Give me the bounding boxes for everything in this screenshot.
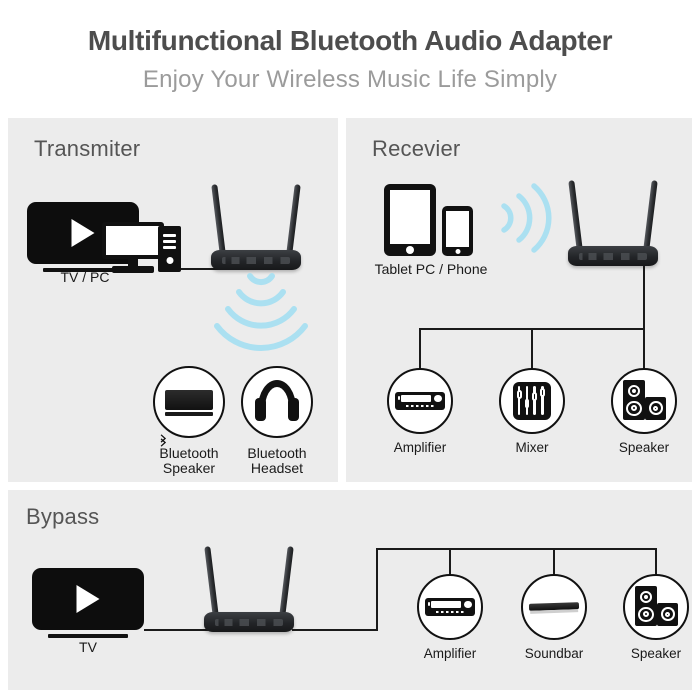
wire-drop-soundbar [553,548,555,576]
page-title: Multifunctional Bluetooth Audio Adapter [87,25,613,56]
caption-mixer: Mixer [515,440,549,455]
caption-bluetooth-speaker: Bluetooth Speaker [159,445,219,476]
wire-riser-bypass [376,548,378,631]
circle-bluetooth-headset [241,366,313,438]
phone-icon [442,206,473,256]
panel-receiver: Recevier Tablet PC / Phone [346,118,692,482]
wire-adapter-out [292,629,378,631]
amplifier-icon [389,370,451,432]
caption-speaker-receiver: Speaker [618,440,670,455]
pc-tower-icon [158,226,181,272]
monitor-icon [102,222,164,273]
tv-icon-bypass [32,568,144,638]
soundbar-icon [523,576,585,638]
wire-bus-bypass [376,548,657,550]
wire-pc-to-adapter [181,268,227,270]
wire-drop-mixer [531,328,533,370]
bluetooth-headset-icon [243,368,311,436]
circle-bluetooth-speaker [153,366,225,447]
wire-drop-amplifier [419,328,421,370]
amplifier-icon-bypass [419,576,481,638]
caption-amplifier-receiver: Amplifier [393,440,447,455]
caption-tv-pc: TV / PC [60,269,110,285]
caption-amplifier-bypass: Amplifier [423,646,477,661]
caption-tv-bypass: TV [79,639,97,655]
speaker-icon-bypass [625,576,687,638]
circle-speaker-receiver [611,368,677,434]
bluetooth-adapter-bypass [204,532,294,632]
bluetooth-waves-receiver [494,180,564,256]
header: Multifunctional Bluetooth Audio Adapter … [0,0,700,116]
bluetooth-adapter-transmitter [211,170,301,270]
circle-amplifier [387,368,453,434]
caption-tablet-phone: Tablet PC / Phone [374,261,488,277]
circle-amplifier-bypass [417,574,483,640]
panel-bypass: Bypass TV [8,490,692,690]
bluetooth-adapter-receiver [568,166,658,266]
panel-title-bypass: Bypass [26,504,100,529]
bluetooth-speaker-icon [155,368,223,447]
circle-speaker-bypass [623,574,689,640]
caption-speaker-bypass: Speaker [630,646,682,661]
mixer-icon [501,370,563,432]
bluetooth-waves-transmitter [196,270,326,351]
caption-soundbar: Soundbar [524,646,584,661]
wire-tv-to-adapter [144,629,214,631]
panel-title-receiver: Recevier [372,136,461,161]
circle-mixer [499,368,565,434]
tablet-icon [384,184,436,256]
wire-drop-speaker [643,328,645,370]
wire-drop-speaker-bypass [655,548,657,576]
panel-transmitter: Transmiter [8,118,338,482]
circle-soundbar [521,574,587,640]
panel-title-transmitter: Transmiter [34,136,141,161]
page-subtitle: Enjoy Your Wireless Music Life Simply [142,66,558,93]
speaker-icon [613,370,675,432]
caption-bluetooth-headset: Bluetooth Headset [247,445,307,476]
wire-drop-amplifier-bypass [449,548,451,576]
wire-adapter-drop [643,266,645,330]
